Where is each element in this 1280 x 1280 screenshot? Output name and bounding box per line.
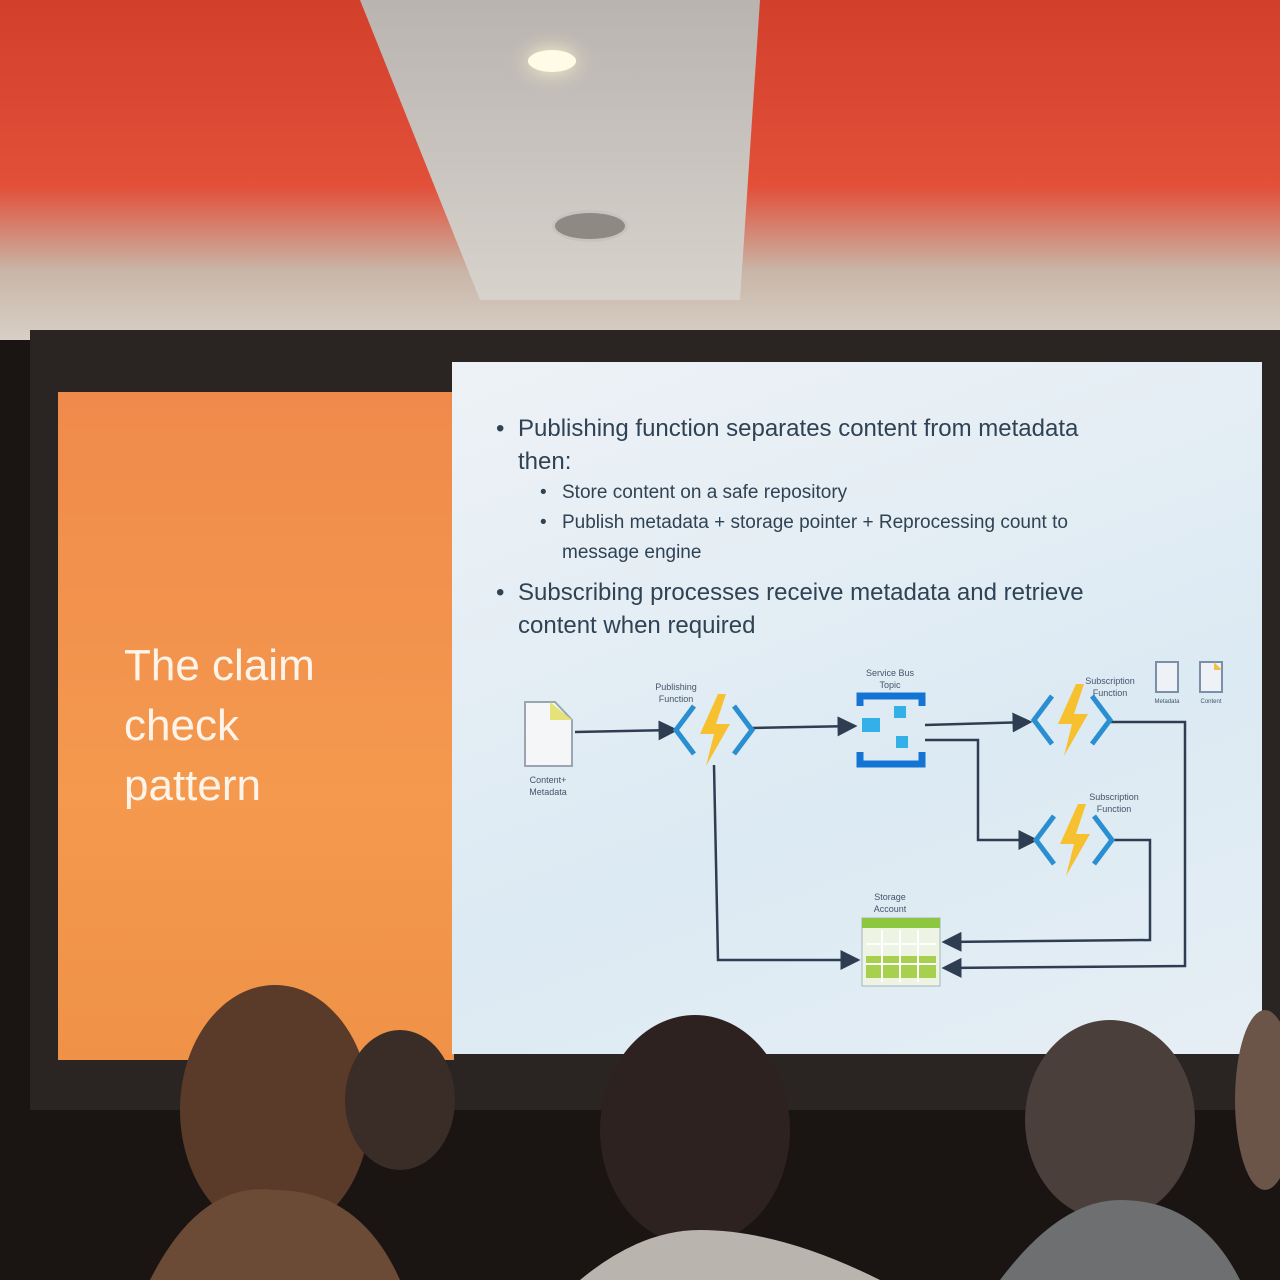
audience-silhouettes bbox=[150, 985, 1280, 1280]
storage-account-icon bbox=[861, 917, 941, 987]
title-line: pattern bbox=[124, 761, 261, 810]
label-storage-account: Account bbox=[874, 904, 907, 914]
label-storage-account: Storage bbox=[874, 892, 906, 902]
label-content-metadata: Content+ bbox=[530, 775, 567, 785]
bullet-2: Subscribing processes receive metadata a… bbox=[496, 576, 1084, 642]
label-subscription-function-2: Subscription bbox=[1089, 792, 1139, 802]
label-subscription-function-1: Subscription bbox=[1085, 676, 1135, 686]
service-bus-topic-icon bbox=[856, 692, 926, 768]
ceiling-light bbox=[528, 50, 576, 72]
content-document-icon bbox=[524, 701, 573, 767]
sub-bullet-line: Store content on a safe repository bbox=[562, 482, 848, 503]
label-content-metadata: Metadata bbox=[529, 787, 567, 797]
sub-bullet-line: message engine bbox=[562, 542, 702, 563]
bullet-1: Publishing function separates content fr… bbox=[496, 412, 1079, 478]
sub-bullet-2: Publish metadata + storage pointer + Rep… bbox=[540, 508, 1068, 568]
bullet-line: then: bbox=[518, 448, 572, 475]
sub-bullet-line: Publish metadata + storage pointer + Rep… bbox=[562, 512, 1068, 533]
subscription-function-2-icon bbox=[1036, 804, 1112, 876]
sub-bullet-1: Store content on a safe repository bbox=[540, 478, 848, 508]
label-publishing-function: Publishing bbox=[655, 682, 697, 692]
label-service-bus-topic: Topic bbox=[879, 680, 901, 690]
label-service-bus-topic: Service Bus bbox=[866, 668, 915, 678]
svg-text:Content+Metadata: Content+ Metadata bbox=[529, 775, 567, 797]
ceiling-speaker bbox=[552, 210, 628, 242]
bullet-line: content when required bbox=[518, 612, 756, 639]
slide-title-panel bbox=[58, 392, 454, 1060]
content-legend-icon bbox=[1199, 661, 1223, 693]
bullet-line: Subscribing processes receive metadata a… bbox=[518, 579, 1084, 606]
publishing-function-icon bbox=[676, 694, 752, 766]
legend-metadata-label: Metadata bbox=[1154, 699, 1180, 705]
label-subscription-function-1: Function bbox=[1093, 688, 1128, 698]
legend-content-label: Content bbox=[1200, 699, 1221, 705]
connector-lines bbox=[574, 712, 1187, 978]
label-subscription-function-2: Function bbox=[1097, 804, 1132, 814]
slide-title: The claim check pattern bbox=[124, 636, 424, 816]
bullet-line: Publishing function separates content fr… bbox=[518, 415, 1079, 442]
title-line: The claim bbox=[124, 641, 315, 690]
title-line: check bbox=[124, 701, 239, 750]
metadata-legend-icon bbox=[1155, 661, 1179, 693]
label-publishing-function: Function bbox=[659, 694, 694, 704]
